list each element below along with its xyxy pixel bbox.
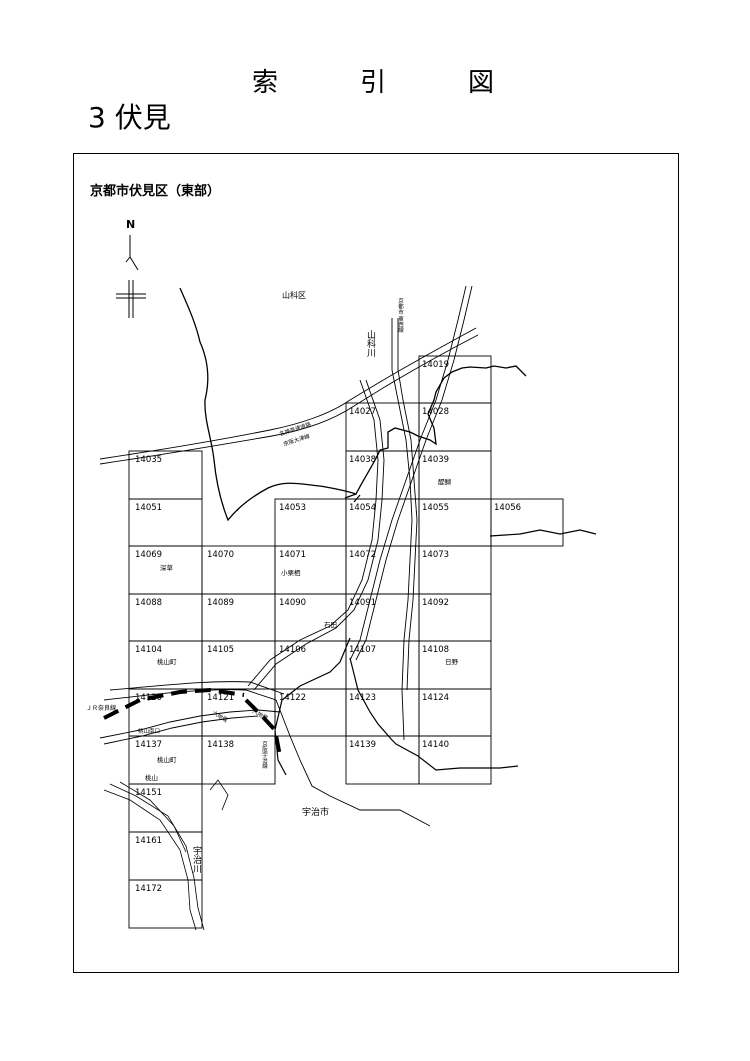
label-daigo: 醍醐 bbox=[438, 477, 452, 486]
map-title: 京都市伏見区（東部） bbox=[90, 184, 221, 199]
cell-label: 14104 bbox=[135, 645, 162, 655]
cell-label: 14122 bbox=[279, 693, 306, 703]
cell-label: 14072 bbox=[349, 550, 376, 560]
cell-label: 14071 bbox=[279, 550, 306, 560]
cell-label: 14140 bbox=[422, 740, 449, 750]
cell-label: 14107 bbox=[349, 645, 376, 655]
label-keihan-uji-line: 京阪宇治線 bbox=[261, 740, 268, 769]
label-uji-river: 宇治川 bbox=[191, 845, 202, 873]
cell-label: 14056 bbox=[494, 503, 521, 513]
label-momoyamacho-1: 桃山町 bbox=[157, 657, 177, 666]
title-char-2: 引 bbox=[360, 68, 387, 98]
cell-labels: 14019 14027 14028 14035 14038 14039 1405… bbox=[135, 360, 521, 894]
north-label: N bbox=[126, 218, 135, 231]
label-kokurisu: 小栗栖 bbox=[281, 568, 301, 577]
cell-label: 14089 bbox=[207, 598, 234, 608]
label-momoyama-minamiguchi: 桃山南口 bbox=[138, 727, 160, 735]
cell-label: 14121 bbox=[207, 693, 234, 703]
cell-label: 14090 bbox=[279, 598, 306, 608]
cell-label: 14138 bbox=[207, 740, 234, 750]
cell-label: 14139 bbox=[349, 740, 376, 750]
title-char-1: 索 bbox=[252, 68, 279, 98]
label-jr-nara-line: ＪＲ奈良線 bbox=[86, 704, 116, 712]
label-yamashina-river: 山科川 bbox=[365, 330, 376, 357]
ward-boundary bbox=[179, 287, 527, 522]
north-arrow-icon bbox=[116, 235, 146, 318]
cell-label: 14054 bbox=[349, 503, 376, 513]
cell-label: 14055 bbox=[422, 503, 449, 513]
cell-label: 14088 bbox=[135, 598, 162, 608]
label-tozai-line: 京都市 東西線 bbox=[397, 297, 404, 333]
cell-label: 14073 bbox=[422, 550, 449, 560]
cell-label: 14027 bbox=[349, 407, 376, 417]
cell-label: 14028 bbox=[422, 407, 449, 417]
cell-label: 14038 bbox=[349, 455, 376, 465]
label-uji-shi: 宇治市 bbox=[302, 806, 329, 818]
label-ishida: 石田 bbox=[324, 621, 337, 629]
cell-label: 14161 bbox=[135, 836, 162, 846]
cell-label: 14019 bbox=[422, 360, 449, 370]
cell-label: 14151 bbox=[135, 788, 162, 798]
cell-label: 14105 bbox=[207, 645, 234, 655]
cell-label: 14069 bbox=[135, 550, 162, 560]
cell-label: 14124 bbox=[422, 693, 449, 703]
cell-label: 14123 bbox=[349, 693, 376, 703]
page-subtitle: 3 伏見 bbox=[88, 101, 171, 134]
label-momoyama: 桃山 bbox=[145, 773, 158, 782]
cell-label: 14053 bbox=[279, 503, 306, 513]
cell-label: 14172 bbox=[135, 884, 162, 894]
cell-label: 14137 bbox=[135, 740, 162, 750]
label-yamashina-ku: 山科区 bbox=[282, 290, 306, 300]
cell-label: 14106 bbox=[279, 645, 306, 655]
cell-label: 14039 bbox=[422, 455, 449, 465]
cell-label: 14070 bbox=[207, 550, 234, 560]
label-fukakusa: 深草 bbox=[160, 563, 174, 572]
cell-label: 14120 bbox=[135, 693, 162, 703]
cell-label: 14091 bbox=[349, 598, 376, 608]
cell-label: 14035 bbox=[135, 455, 162, 465]
cell-label: 14051 bbox=[135, 503, 162, 513]
label-hino: 日野 bbox=[445, 658, 459, 666]
title-char-3: 図 bbox=[468, 68, 495, 98]
cell-label: 14108 bbox=[422, 645, 449, 655]
label-momoyamacho-2: 桃山町 bbox=[157, 755, 177, 764]
map-frame bbox=[73, 153, 679, 973]
cell-label: 14092 bbox=[422, 598, 449, 608]
label-rokujizo-1: 六地蔵 bbox=[211, 709, 230, 724]
